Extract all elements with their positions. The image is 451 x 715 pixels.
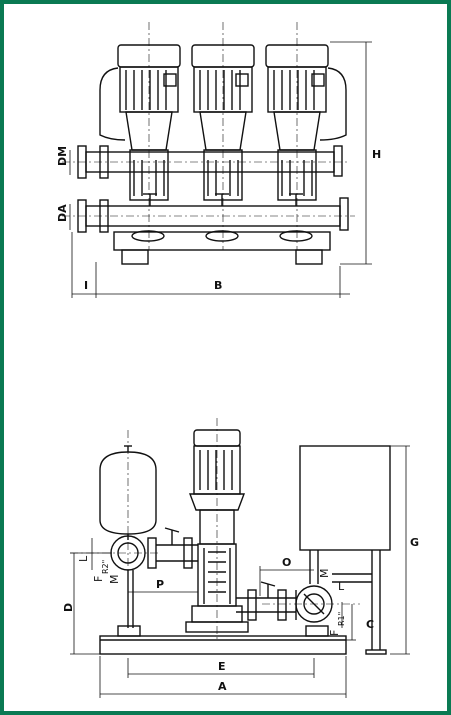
label-g: G	[410, 536, 419, 549]
label-f-right-sub: R1"	[337, 612, 346, 626]
label-p: P	[156, 578, 164, 591]
label-d: D	[62, 603, 75, 612]
label-l-left: L	[77, 555, 90, 562]
label-f-left: F	[92, 576, 105, 582]
side-suction-pipe	[236, 581, 333, 623]
side-base-frame	[99, 625, 347, 655]
side-dimensions	[70, 445, 410, 698]
top-dimensions	[69, 41, 372, 298]
top-base-frame	[113, 230, 331, 265]
rear-housing-left	[99, 67, 126, 141]
label-f-left-sub: R2"	[101, 560, 110, 574]
label-da: DA	[56, 204, 69, 222]
label-c: C	[366, 618, 374, 631]
label-o: O	[282, 556, 291, 569]
label-dm: DM	[56, 146, 69, 166]
side-view	[70, 418, 410, 698]
label-e: E	[218, 660, 226, 673]
rear-housing-right	[319, 67, 347, 141]
top-centerlines	[62, 22, 355, 250]
label-f-right: F	[328, 630, 341, 636]
label-a: A	[218, 680, 227, 693]
side-centerlines	[70, 418, 360, 640]
top-view	[62, 22, 372, 298]
control-panel	[299, 445, 391, 655]
label-h: H	[372, 148, 381, 161]
label-i: I	[84, 279, 88, 292]
label-m-left: M	[108, 575, 121, 585]
side-discharge-pipe	[110, 527, 198, 628]
expansion-vessel	[99, 445, 157, 540]
label-l-right: L	[338, 580, 345, 593]
top-pumps	[125, 111, 321, 201]
label-m-right: M	[318, 569, 331, 579]
label-b: B	[214, 279, 222, 292]
